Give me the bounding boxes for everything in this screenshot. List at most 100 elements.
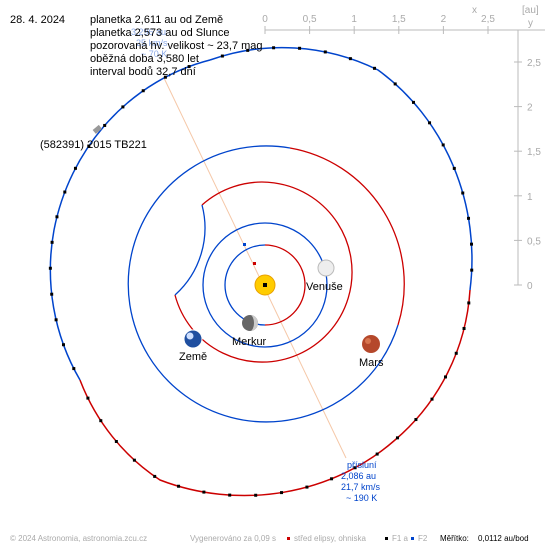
asteroid-position-dot xyxy=(55,215,59,219)
info-sun-distance: planetka 2,573 au od Slunce xyxy=(90,27,230,39)
asteroid-position-dot xyxy=(61,343,65,347)
x-axis-tick-label: 1,5 xyxy=(392,14,406,25)
footer-generated: Vygenerováno za 0,09 s xyxy=(190,534,276,543)
asteroid-position-dot xyxy=(72,367,76,371)
x-axis-tick-label: 0,5 xyxy=(303,14,317,25)
mercury-label: Merkur xyxy=(232,336,267,348)
venus: Venuše xyxy=(306,259,343,293)
asteroid-position-dot xyxy=(103,123,107,127)
y-axis-tick-label: 2 xyxy=(527,103,533,114)
x-axis-unit: [au] xyxy=(522,5,539,16)
footer-legend-f1: F1 a xyxy=(392,534,409,543)
earth-orbit-north xyxy=(174,204,206,296)
perihelion-distance: 2,086 au xyxy=(341,471,376,481)
y-axis-unit-label: y xyxy=(528,18,533,29)
asteroid-position-dot xyxy=(467,216,471,220)
asteroid-position-dot xyxy=(54,318,58,322)
mars-label: Mars xyxy=(359,357,384,369)
venus-disc xyxy=(317,259,335,277)
footer-scale-value: 0,0112 au/bod xyxy=(478,534,529,543)
asteroid-position-dot xyxy=(348,57,352,61)
aphelion-annotation: 3,296 au 25 km/s ~ 70 K xyxy=(131,27,168,59)
info-interval: interval bodů 32,7 dní xyxy=(90,66,196,78)
asteroid-position-dot xyxy=(462,326,466,330)
mars-highlight xyxy=(365,338,371,344)
asteroid-position-dot xyxy=(246,48,250,52)
y-axis-tick-label: 2,5 xyxy=(527,58,541,69)
earth-label: Země xyxy=(179,351,207,363)
asteroid-position-dot xyxy=(121,105,125,109)
asteroid-position-dot xyxy=(86,396,90,400)
aphelion-distance: 3,296 au xyxy=(131,27,166,37)
x-axis-unit-label: x xyxy=(472,5,477,16)
perihelion-line xyxy=(163,77,347,459)
y-axis: 2,521,510,50 y xyxy=(514,18,541,292)
y-axis-tick-label: 0,5 xyxy=(527,236,541,247)
asteroid-orbit-north-upper xyxy=(209,46,473,291)
perihelion-speed: 21,7 km/s xyxy=(341,482,381,492)
info-magnitude: pozorovaná hv. velikost ~ 23,7 mag xyxy=(90,40,263,52)
asteroid-position-dot xyxy=(461,191,465,195)
asteroid-position-dot xyxy=(452,166,456,170)
asteroid-position-dot xyxy=(50,240,54,244)
asteroid-position-dot xyxy=(141,89,145,93)
asteroid-position-dot xyxy=(411,100,415,104)
asteroid-position-dot xyxy=(177,484,181,488)
asteroid-orbit-north-lower xyxy=(49,59,211,381)
earth-disc xyxy=(183,329,203,349)
perihelion-annotation: přísluní 2,086 au 21,7 km/s ~ 190 K xyxy=(341,460,381,503)
sun xyxy=(254,274,276,296)
mercury: Merkur xyxy=(232,315,267,348)
asteroid-position-dot xyxy=(467,301,471,305)
perihelion-temperature: ~ 190 K xyxy=(346,493,377,503)
focus-f1-marker xyxy=(263,283,267,287)
info-period: oběžná doba 3,580 let xyxy=(90,53,199,65)
y-axis-tick-label: 1,5 xyxy=(527,147,541,158)
asteroid-position-dot xyxy=(228,493,232,497)
mars-disc xyxy=(362,335,380,353)
asteroid-position-dot xyxy=(428,121,432,125)
asteroid-position-dot xyxy=(470,242,474,246)
asteroid-position-dot xyxy=(48,266,52,270)
x-axis-tick-label: 2,5 xyxy=(481,14,495,25)
perihelion-title: přísluní xyxy=(347,460,377,470)
asteroid-position-dot xyxy=(87,144,91,148)
venus-orbit xyxy=(202,222,328,348)
asteroid-orbit-south xyxy=(79,289,471,497)
focus-f2-marker xyxy=(243,243,246,246)
footer-scale-label: Měřítko: xyxy=(440,534,469,543)
venus-label: Venuše xyxy=(306,281,343,293)
earth: Země xyxy=(179,329,207,363)
asteroid-position-dot xyxy=(395,436,399,440)
aphelion-speed: 25 km/s xyxy=(136,38,168,48)
mars: Mars xyxy=(359,335,384,369)
asteroid-position-dot xyxy=(272,46,276,50)
asteroid-position-dot xyxy=(373,66,377,70)
x-axis-tick-label: 2 xyxy=(441,14,447,25)
asteroid-name-label: (582391) 2015 TB221 xyxy=(40,139,147,151)
date-label: 28. 4. 2024 xyxy=(10,14,66,26)
asteroid-position-dot xyxy=(444,375,448,379)
asteroid-position-dots xyxy=(48,46,474,497)
footer-legend-center: střed elipsy, ohniska xyxy=(294,534,366,543)
asteroid-position-dot xyxy=(63,190,67,194)
asteroid-position-dot xyxy=(305,485,309,489)
asteroid-position-dot xyxy=(50,292,54,296)
asteroid-orbit xyxy=(48,46,474,497)
asteroid-position-dot xyxy=(353,466,357,470)
mercury-lit-side xyxy=(250,315,258,331)
asteroid-position-dot xyxy=(163,75,167,79)
legend-f1-swatch xyxy=(385,537,388,540)
earth-clouds xyxy=(186,332,194,340)
asteroid-position-dot xyxy=(330,477,334,481)
asteroid-position-dot xyxy=(114,439,118,443)
asteroid-position-dot xyxy=(375,452,379,456)
footer-copyright: © 2024 Astronomia, astronomia.zcu.cz xyxy=(10,534,148,543)
mars-orbit-north xyxy=(127,145,399,423)
info-earth-distance: planetka 2,611 au od Země xyxy=(90,14,224,26)
asteroid-position-dot xyxy=(441,143,445,147)
asteroid-marker xyxy=(92,124,102,134)
